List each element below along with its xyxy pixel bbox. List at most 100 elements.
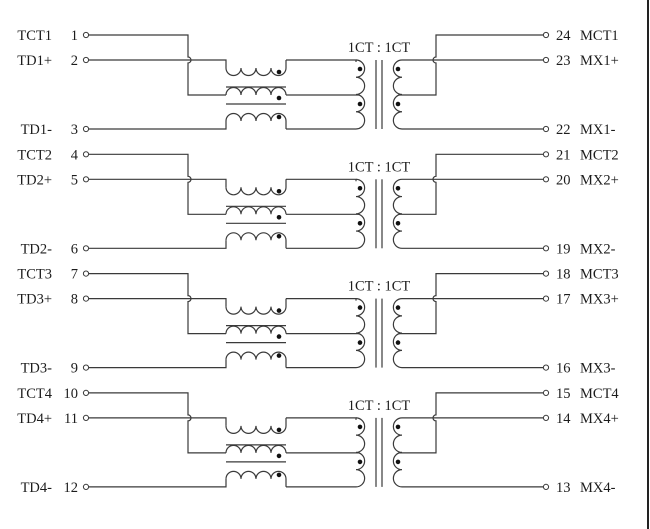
polarity-dot-icon [276, 189, 282, 194]
left-pin-number: 3 [71, 122, 78, 138]
left-pin-number: 4 [71, 147, 79, 163]
right-pin-number: 15 [556, 386, 571, 402]
polarity-dot-icon [276, 308, 282, 313]
pin-terminal-icon [542, 56, 550, 64]
pin-terminal-icon [82, 483, 90, 490]
pin-terminal-icon [82, 176, 90, 183]
polarity-dot-icon [357, 186, 363, 191]
wire-ct-left [89, 34, 226, 96]
right-pin-number: 21 [556, 147, 571, 163]
pin-terminal-icon [82, 245, 90, 252]
right-pin-name-plus: MX4+ [580, 411, 619, 427]
polarity-dot-icon [276, 234, 282, 239]
left-pin-name-plus: TD4+ [17, 411, 52, 427]
wire-plus-mid [286, 59, 357, 62]
choke-winding-bottom [225, 112, 287, 129]
polarity-dot-icon [395, 101, 401, 107]
left-pin-number: 7 [71, 267, 78, 283]
pin-terminal-icon [542, 389, 550, 396]
left-pin-name-minus: TD3- [21, 361, 53, 377]
right-pin-number: 23 [556, 53, 571, 69]
left-pin-number: 9 [71, 361, 78, 377]
right-pin-name-minus: MX2- [580, 241, 616, 257]
left-pin-number: 11 [64, 411, 78, 427]
pin-terminal-icon [542, 295, 550, 302]
wire-ct-right [399, 34, 543, 96]
left-pin-name-ct: TCT4 [17, 386, 52, 402]
pin-terminal-icon [542, 414, 550, 421]
choke-winding-middle [225, 206, 287, 215]
polarity-dot-icon [357, 459, 363, 465]
left-pin-number: 2 [71, 53, 78, 69]
polarity-dot-icon [276, 427, 282, 433]
transformer-primary-winding [355, 178, 366, 249]
wire-plus-left [89, 178, 227, 188]
right-pin-name-ct: MCT4 [580, 386, 619, 402]
right-pin-name-minus: MX1- [580, 122, 616, 138]
polarity-dot-icon [395, 186, 401, 191]
right-pin-number: 20 [556, 172, 571, 188]
transformer-primary-winding [355, 59, 366, 130]
pin-terminal-icon [82, 414, 90, 421]
left-pin-name-plus: TD1+ [17, 53, 52, 69]
right-pin-number: 17 [556, 292, 571, 308]
left-pin-number: 10 [64, 386, 79, 402]
right-pin-number: 16 [556, 361, 571, 377]
left-pin-name-plus: TD3+ [17, 292, 52, 308]
polarity-dot-icon [357, 305, 363, 310]
polarity-dot-icon [276, 215, 282, 220]
turns-ratio-label: 1CT : 1CT [348, 398, 411, 414]
left-pin-name-ct: TCT2 [17, 147, 52, 163]
choke-winding-bottom [225, 470, 287, 487]
polarity-dot-icon [357, 340, 363, 345]
choke-winding-top [225, 417, 287, 434]
pin-terminal-icon [542, 176, 550, 183]
pin-terminal-icon [542, 31, 550, 39]
polarity-dot-icon [276, 69, 282, 75]
pin-terminal-icon [82, 151, 90, 158]
polarity-dot-icon [276, 353, 282, 358]
right-pin-number: 22 [556, 122, 571, 138]
choke-winding-top [225, 60, 287, 77]
polarity-dot-icon [357, 221, 363, 226]
left-pin-name-minus: TD2- [21, 241, 53, 257]
polarity-dot-icon [395, 305, 401, 310]
wire-minus-left [89, 359, 227, 369]
right-pin-name-ct: MCT1 [580, 28, 619, 44]
pin-terminal-icon [542, 125, 550, 133]
wire-ct-right [399, 273, 543, 335]
polarity-dot-icon [395, 66, 401, 72]
turns-ratio-label: 1CT : 1CT [348, 279, 411, 295]
right-pin-number: 19 [556, 241, 571, 257]
left-pin-number: 8 [71, 292, 78, 308]
left-pin-name-plus: TD2+ [17, 172, 52, 188]
pin-terminal-icon [82, 125, 90, 133]
choke-winding-top [225, 298, 287, 315]
pin-terminal-icon [82, 270, 90, 277]
turns-ratio-label: 1CT : 1CT [348, 159, 411, 175]
right-pin-number: 13 [556, 480, 571, 496]
polarity-dot-icon [395, 340, 401, 345]
left-pin-number: 6 [71, 241, 78, 257]
pin-terminal-icon [542, 483, 550, 490]
choke-winding-middle [225, 444, 287, 453]
right-pin-name-minus: MX3- [580, 361, 616, 377]
polarity-dot-icon [276, 95, 282, 101]
polarity-dot-icon [276, 114, 282, 120]
polarity-dot-icon [276, 472, 282, 478]
wire-plus-mid [286, 417, 357, 420]
polarity-dot-icon [395, 221, 401, 226]
pin-terminal-icon [82, 389, 90, 396]
right-pin-number: 24 [556, 28, 571, 44]
left-pin-name-ct: TCT1 [17, 28, 52, 44]
pin-terminal-icon [542, 245, 550, 252]
right-pin-number: 18 [556, 267, 571, 283]
wire-minus-left [89, 240, 227, 249]
pin-terminal-icon [542, 151, 550, 158]
